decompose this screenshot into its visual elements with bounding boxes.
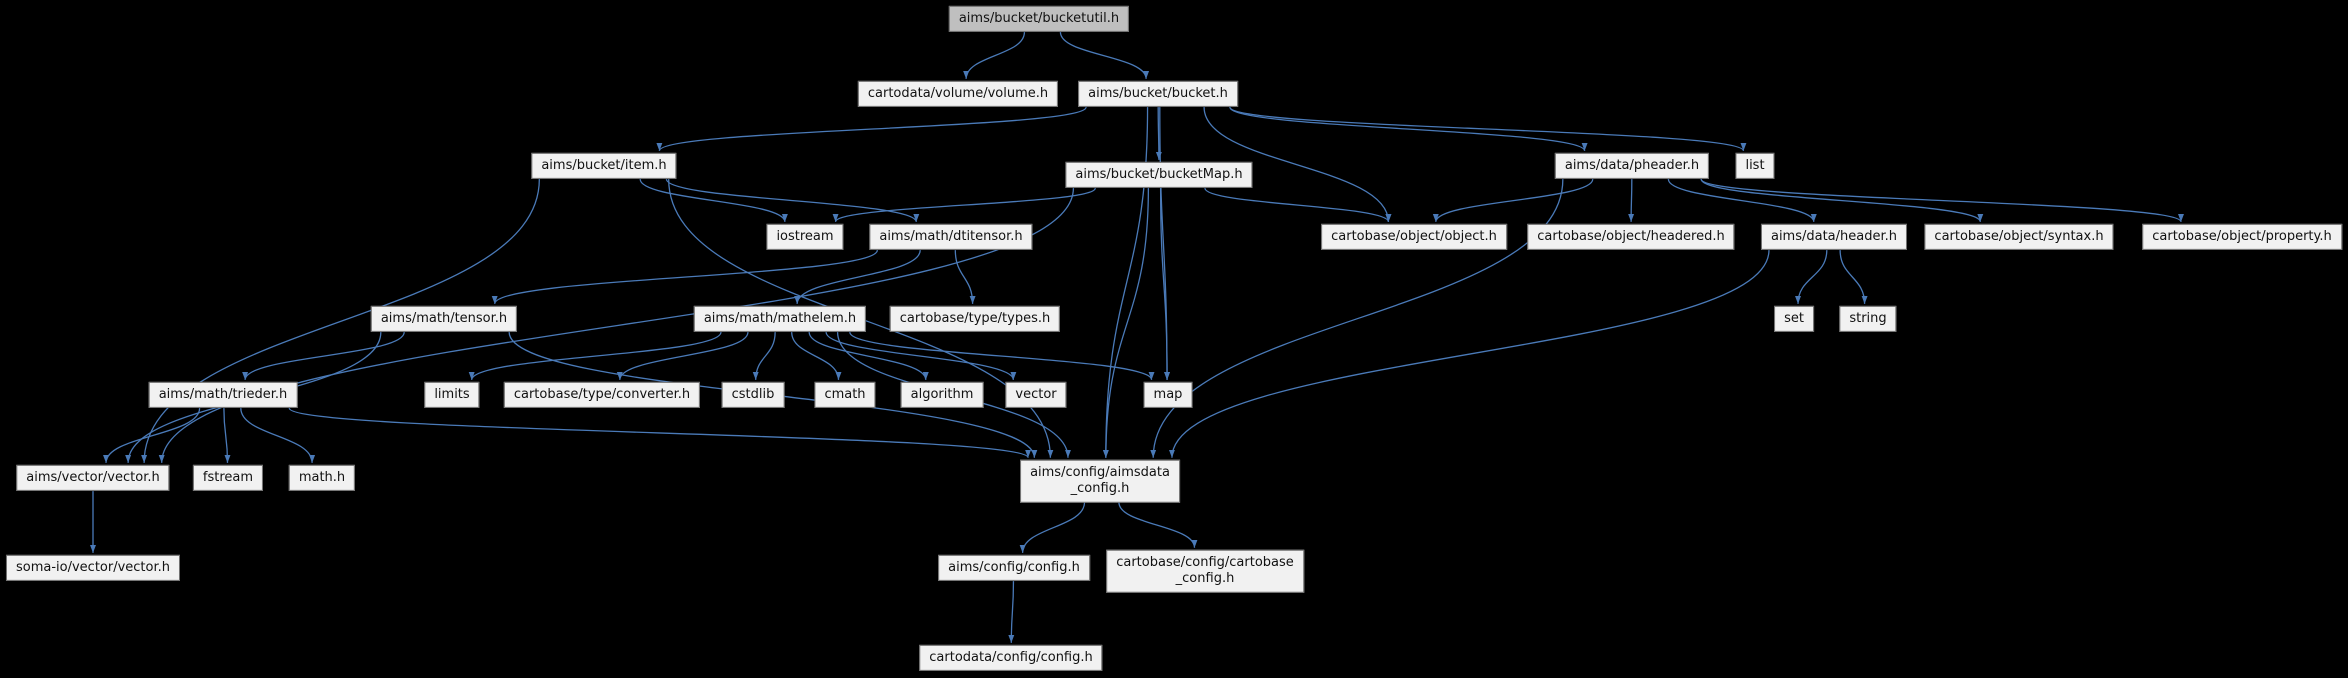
graph-node-syntax[interactable]: cartobase/object/syntax.h bbox=[1924, 223, 2114, 251]
include-edge-bucketutil-to-bucket bbox=[1059, 31, 1150, 80]
include-edge-mathelem-to-vector bbox=[825, 331, 1017, 381]
graph-node-map[interactable]: map bbox=[1143, 381, 1193, 409]
include-edge-header-to-aimsconfig bbox=[1168, 250, 1770, 458]
include-edge-pheader-to-syntax bbox=[1700, 178, 1984, 223]
include-edge-trieder-to-aimsvector bbox=[103, 408, 201, 463]
include-edge-item-to-iostream bbox=[639, 178, 788, 223]
include-edge-header-to-set bbox=[1795, 250, 1828, 304]
graph-node-algorithm[interactable]: algorithm bbox=[900, 381, 984, 409]
include-edge-pheader-to-header bbox=[1667, 178, 1817, 223]
graph-node-object[interactable]: cartobase/object/object.h bbox=[1321, 223, 1507, 251]
include-edge-bucketMap-to-aimsconfig bbox=[1102, 188, 1150, 458]
graph-node-headered[interactable]: cartobase/object/headered.h bbox=[1527, 223, 1735, 251]
graph-node-list[interactable]: list bbox=[1735, 152, 1775, 180]
graph-node-tensor[interactable]: aims/math/tensor.h bbox=[370, 305, 518, 333]
graph-node-converter[interactable]: cartobase/type/converter.h bbox=[503, 381, 701, 409]
graph-node-bucketutil[interactable]: aims/bucket/bucketutil.h bbox=[948, 5, 1130, 33]
include-edge-pheader-to-headered bbox=[1628, 179, 1635, 222]
graph-node-header[interactable]: aims/data/header.h bbox=[1760, 223, 1908, 251]
include-edge-bucketMap-to-iostream bbox=[832, 187, 1096, 223]
include-edge-trieder-to-fstream bbox=[223, 408, 231, 463]
include-edge-trieder-to-aimsconfig bbox=[288, 407, 1031, 459]
graph-node-aimsvector[interactable]: aims/vector/vector.h bbox=[16, 464, 170, 492]
include-edge-aimsconfig-to-cartobaseconfig bbox=[1118, 502, 1198, 548]
graph-node-mathh[interactable]: math.h bbox=[288, 464, 356, 492]
graph-node-dtitensor[interactable]: aims/math/dtitensor.h bbox=[869, 223, 1033, 251]
include-edge-mathelem-to-limits bbox=[468, 331, 722, 381]
graph-node-cartodataconfig[interactable]: cartodata/config/config.h bbox=[919, 644, 1103, 672]
include-edge-mathelem-to-cstdlib bbox=[752, 332, 776, 380]
graph-node-mathelem[interactable]: aims/math/mathelem.h bbox=[693, 305, 867, 333]
graph-node-property[interactable]: cartobase/object/property.h bbox=[2142, 223, 2342, 251]
graph-node-pheader[interactable]: aims/data/pheader.h bbox=[1554, 152, 1710, 180]
include-edge-bucketMap-to-object bbox=[1204, 187, 1392, 223]
include-edge-bucketutil-to-volume bbox=[963, 32, 1026, 79]
include-edge-dtitensor-to-tensor bbox=[491, 249, 879, 305]
include-edge-trieder-to-mathh bbox=[240, 408, 316, 463]
graph-node-somavector[interactable]: soma-io/vector/vector.h bbox=[5, 554, 181, 582]
graph-node-aimsconfig[interactable]: aims/config/aimsdata _config.h bbox=[1020, 459, 1180, 503]
include-edge-header-to-string bbox=[1839, 250, 1868, 304]
include-edge-bucket-to-pheader bbox=[1229, 106, 1588, 152]
graph-node-configh[interactable]: aims/config/config.h bbox=[938, 554, 1090, 582]
graph-node-types[interactable]: cartobase/type/types.h bbox=[889, 305, 1061, 333]
include-edge-mathelem-to-algorithm bbox=[808, 331, 929, 381]
include-edge-mathelem-to-cmath bbox=[791, 332, 842, 380]
include-edge-bucket-to-object bbox=[1203, 107, 1392, 222]
graph-node-set[interactable]: set bbox=[1774, 305, 1814, 333]
graph-node-bucket[interactable]: aims/bucket/bucket.h bbox=[1078, 80, 1238, 108]
include-edge-pheader-to-object bbox=[1432, 178, 1594, 223]
graph-node-cartobaseconfig[interactable]: cartobase/config/cartobase _config.h bbox=[1106, 549, 1304, 593]
include-edge-item-to-dtitensor bbox=[665, 178, 920, 223]
graph-node-limits[interactable]: limits bbox=[424, 381, 480, 409]
graph-node-volume[interactable]: cartodata/volume/volume.h bbox=[857, 80, 1059, 108]
graph-node-iostream[interactable]: iostream bbox=[766, 223, 844, 251]
include-edge-mathelem-to-map bbox=[849, 331, 1155, 381]
include-edge-bucketMap-to-map bbox=[1159, 188, 1171, 380]
include-edge-tensor-to-trieder bbox=[242, 331, 405, 381]
include-edge-bucket-to-bucketMap bbox=[1155, 107, 1162, 160]
include-edge-configh-to-cartodataconfig bbox=[1008, 581, 1015, 643]
include-edge-mathelem-to-converter bbox=[616, 331, 749, 381]
include-edge-bucket-to-list bbox=[1229, 106, 1747, 152]
include-edge-bucket-to-item bbox=[656, 106, 1087, 152]
include-edge-item-to-aimsvector bbox=[141, 179, 540, 463]
graph-node-item[interactable]: aims/bucket/item.h bbox=[531, 152, 677, 180]
include-edge-dtitensor-to-mathelem bbox=[794, 249, 921, 305]
graph-node-vector[interactable]: vector bbox=[1005, 381, 1067, 409]
include-edge-aimsconfig-to-configh bbox=[1019, 502, 1086, 553]
include-edge-pheader-to-property bbox=[1700, 178, 2184, 223]
graph-node-trieder[interactable]: aims/math/trieder.h bbox=[148, 381, 298, 409]
graph-node-string[interactable]: string bbox=[1839, 305, 1897, 333]
graph-node-bucketMap[interactable]: aims/bucket/bucketMap.h bbox=[1065, 161, 1253, 189]
include-edge-dtitensor-to-types bbox=[954, 250, 976, 304]
graph-node-cmath[interactable]: cmath bbox=[814, 381, 876, 409]
graph-node-fstream[interactable]: fstream bbox=[192, 464, 264, 492]
graph-node-cstdlib[interactable]: cstdlib bbox=[721, 381, 785, 409]
